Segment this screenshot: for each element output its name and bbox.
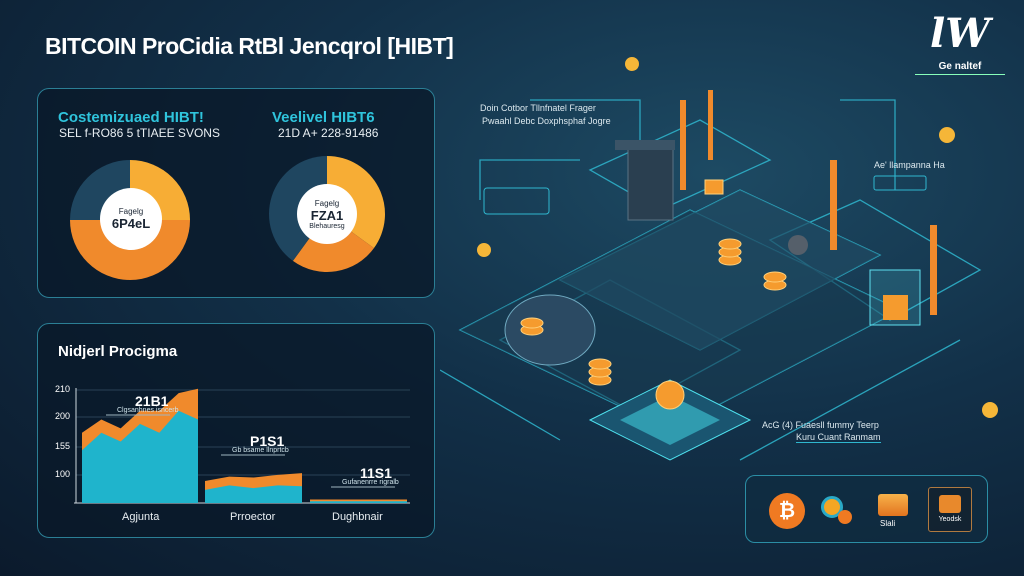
right-donut-subheading: 21D A+ 228-91486 <box>278 126 379 140</box>
isometric-mining-illustration <box>440 57 998 461</box>
info-box <box>873 175 927 191</box>
small-coin-icon <box>838 510 852 524</box>
left-donut-heading: Costemizuaed HIBT! <box>58 109 204 126</box>
wallet-icon[interactable] <box>878 494 908 516</box>
x-category-label: Dughbnair <box>332 511 383 523</box>
area-chart-title: Nidjerl Procigma <box>58 343 178 360</box>
area-cyan-2 <box>310 501 407 503</box>
page-title: BITCOIN ProCidia RtBl Jencqrol [HIBT] <box>45 33 454 59</box>
right-donut-center-value: FZA1 <box>310 207 344 223</box>
group-value-label: 11S1 <box>360 465 392 481</box>
note-right: Ae' llampanna Ha <box>874 160 945 170</box>
donut-slice-orange <box>70 220 190 280</box>
logo: lW Ge naltef <box>915 10 1005 75</box>
area-cyan-1 <box>205 485 302 503</box>
group-caption: Gb bsame llnprtcb <box>232 447 289 454</box>
bull-label: Yeodsk <box>938 516 962 523</box>
right-donut-center-label: Fagelg <box>314 198 340 208</box>
right-donut-center: Fagelg FZA1 Blehauresg <box>297 184 357 244</box>
y-tick-label: 155 <box>55 441 71 451</box>
wallet-label: Slali <box>880 519 896 528</box>
logo-caption: Ge naltef <box>915 61 1005 75</box>
x-category-label: Agjunta <box>122 511 160 523</box>
x-category-label: Prroector <box>230 511 276 523</box>
left-donut-center-label: Fagelg <box>118 207 144 216</box>
y-tick-label: 210 <box>55 384 71 394</box>
group-caption: Gufanenrre rigralb <box>342 479 399 486</box>
group-value-label: P1S1 <box>250 433 285 449</box>
right-donut-heading: Veelivel HIBT6 <box>272 109 375 126</box>
left-donut-center: Fagelg 6P4eL <box>100 188 162 250</box>
coins-icon[interactable] <box>821 496 843 518</box>
logo-mark: lW <box>929 10 991 57</box>
bull-icon[interactable]: Yeodsk <box>928 487 972 532</box>
area-cyan-0 <box>82 410 198 503</box>
bitcoin-coin-icon[interactable]: ₿ <box>769 493 805 529</box>
donut-slice-yellow <box>327 156 385 249</box>
left-donut-center-value: 6P4eL <box>111 216 151 231</box>
info-box <box>483 187 550 215</box>
note-bottom-2: Kuru Cuant Ranmam <box>796 432 881 443</box>
y-tick-label: 100 <box>55 469 71 479</box>
note-bottom-1: AcG (4) Fuaesll fummy Teerp <box>762 420 879 430</box>
right-donut-center-caption: Blehauresg <box>309 222 345 230</box>
left-donut-subheading: SEL f-RO86 5 tTIAEE SVONS <box>59 126 220 140</box>
group-caption: Clgsanhnes isncerb <box>117 407 179 414</box>
y-tick-label: 200 <box>55 411 71 421</box>
note-top-2: Pwaahl Debc Doxphsphaf Jogre <box>482 116 611 126</box>
crypto-icons-panel: ₿ Slali Yeodsk <box>745 475 988 543</box>
group-value-label: 21B1 <box>135 393 169 409</box>
note-top-1: Doin Cotbor Tllnfnatel Frager <box>480 103 596 113</box>
